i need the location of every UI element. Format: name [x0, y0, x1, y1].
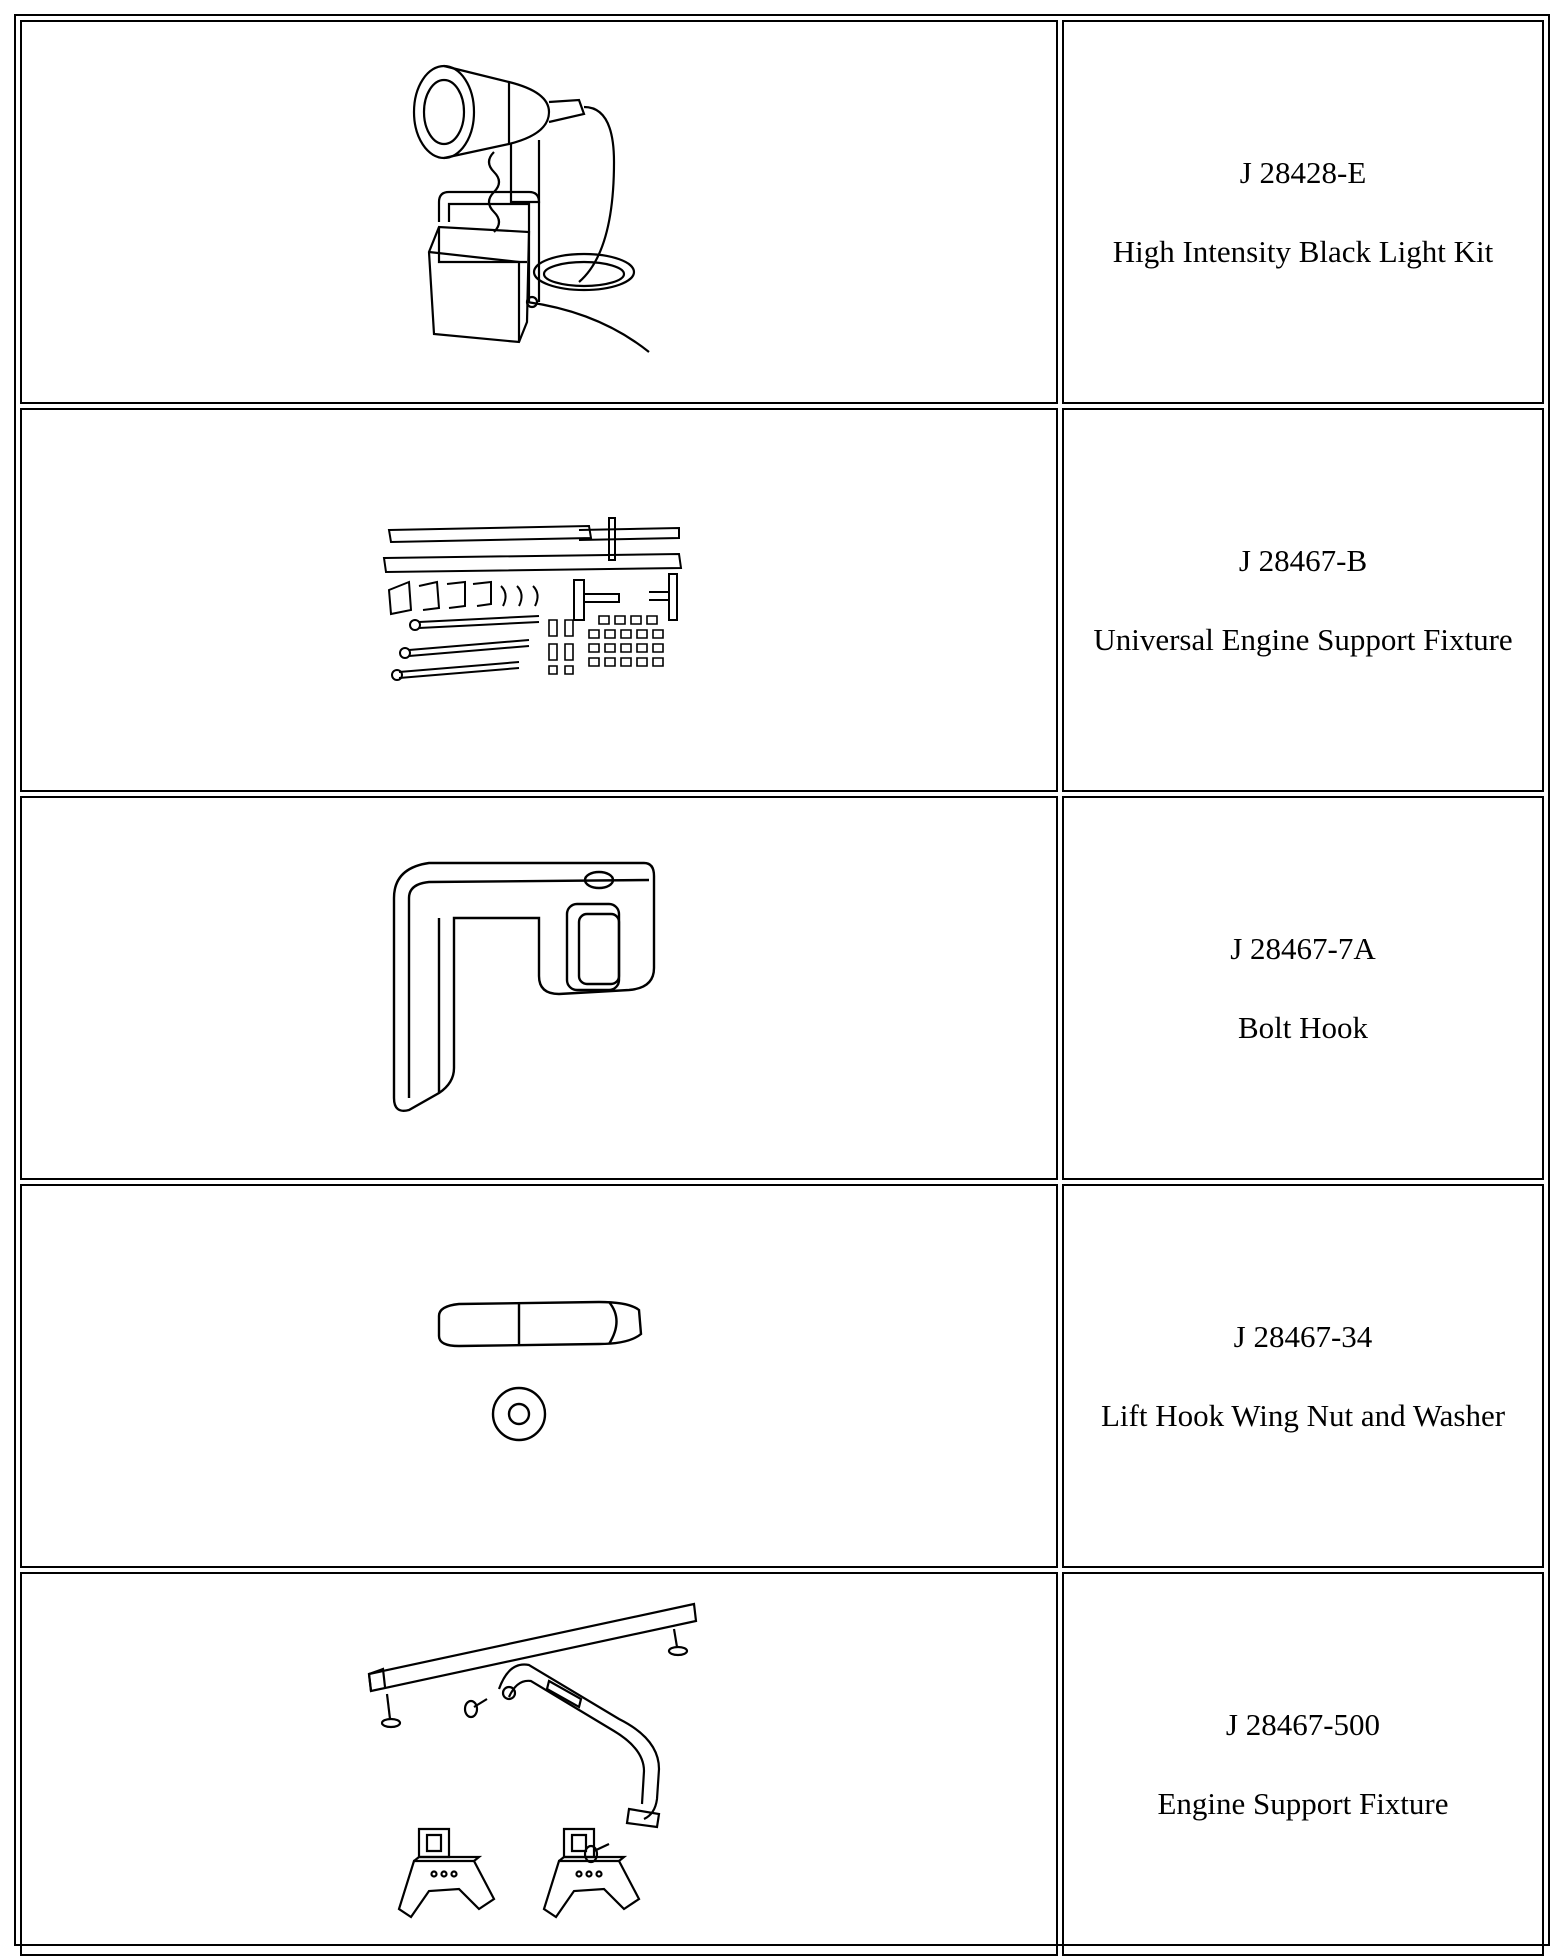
part-number: J 28467-500: [1225, 1706, 1381, 1742]
special-tools-table: J 28428-E High Intensity Black Light Kit: [16, 16, 1548, 1960]
part-description: Bolt Hook: [1237, 1010, 1369, 1045]
table-row: J 28467-B Universal Engine Support Fixtu…: [20, 408, 1544, 792]
table-row: J 28467-7A Bolt Hook: [20, 796, 1544, 1180]
bolt-hook-icon: [389, 858, 689, 1118]
table-row: J 28467-34 Lift Hook Wing Nut and Washer: [20, 1184, 1544, 1568]
tools-table-frame: J 28428-E High Intensity Black Light Kit: [14, 14, 1550, 1956]
part-number: J 28467-7A: [1230, 930, 1376, 966]
part-number: J 28467-B: [1238, 542, 1368, 578]
tool-image-cell: [20, 796, 1058, 1180]
table-row: J 28467-500 Engine Support Fixture: [20, 1572, 1544, 1956]
table-row: J 28428-E High Intensity Black Light Kit: [20, 20, 1544, 404]
tool-image-cell: [20, 1184, 1058, 1568]
engine-support-fixture-icon: [359, 1599, 719, 1929]
part-description: High Intensity Black Light Kit: [1112, 234, 1494, 269]
tool-image-cell: [20, 408, 1058, 792]
part-description: Engine Support Fixture: [1157, 1786, 1449, 1821]
tool-image-cell: [20, 20, 1058, 404]
part-number: J 28428-E: [1239, 154, 1367, 190]
part-description: Lift Hook Wing Nut and Washer: [1100, 1398, 1506, 1433]
black-light-kit-icon: [399, 52, 679, 372]
tool-text-cell: J 28428-E High Intensity Black Light Kit: [1062, 20, 1544, 404]
wing-nut-washer-icon: [429, 1296, 649, 1456]
universal-engine-support-fixture-icon: [379, 510, 699, 690]
tool-image-cell: [20, 1572, 1058, 1956]
part-description: Universal Engine Support Fixture: [1093, 622, 1513, 657]
tool-text-cell: J 28467-500 Engine Support Fixture: [1062, 1572, 1544, 1956]
tool-text-cell: J 28467-B Universal Engine Support Fixtu…: [1062, 408, 1544, 792]
tool-text-cell: J 28467-34 Lift Hook Wing Nut and Washer: [1062, 1184, 1544, 1568]
part-number: J 28467-34: [1233, 1318, 1373, 1354]
tool-text-cell: J 28467-7A Bolt Hook: [1062, 796, 1544, 1180]
